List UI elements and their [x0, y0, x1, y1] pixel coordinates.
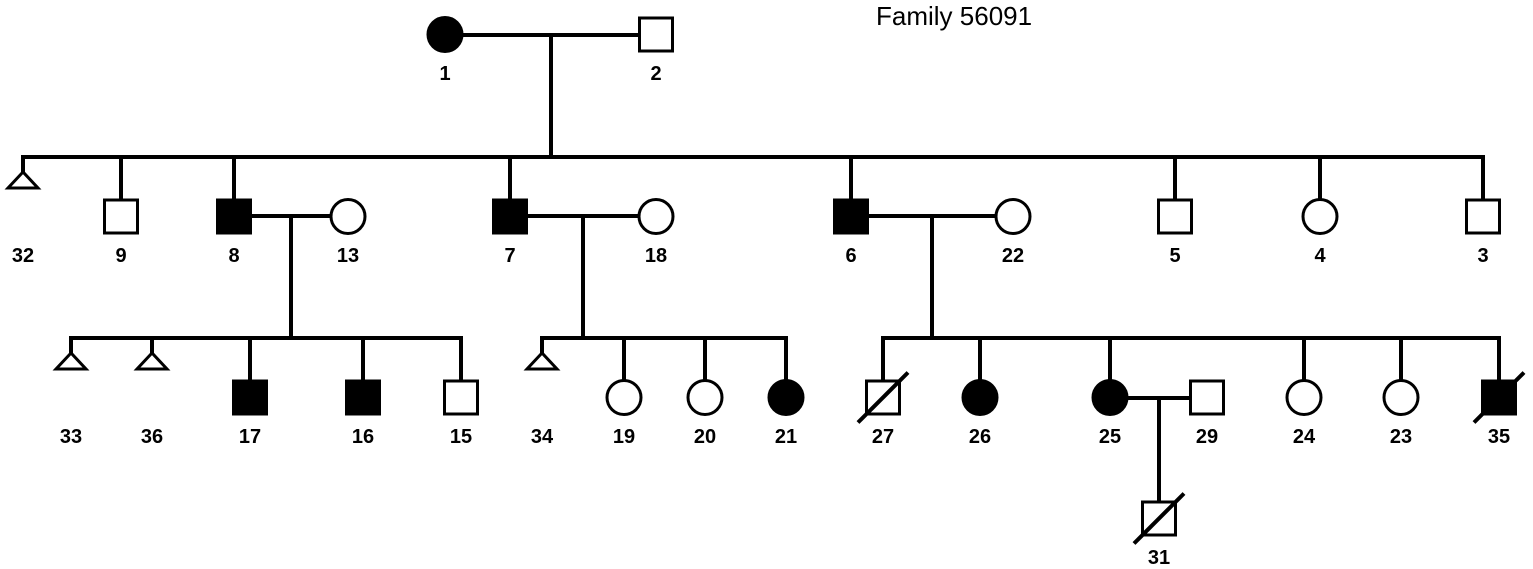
- individual-18: 18: [637, 198, 675, 267]
- male-symbol: [1465, 198, 1501, 235]
- individual-label: 5: [1169, 245, 1180, 267]
- individual-label: 36: [141, 426, 163, 448]
- affected-male-symbol: [345, 379, 381, 416]
- affected-female-symbol: [1091, 379, 1129, 416]
- individual-label: 19: [613, 426, 635, 448]
- individual-label: 2: [650, 63, 661, 85]
- individual-label: 33: [60, 426, 82, 448]
- individual-label: 24: [1293, 426, 1316, 448]
- female-symbol: [329, 198, 367, 235]
- female-symbol: [1301, 198, 1339, 235]
- affected-male-symbol: [216, 198, 252, 235]
- female-symbol: [1285, 379, 1323, 416]
- affected-female-symbol: [767, 379, 805, 416]
- individual-26: 26: [961, 379, 999, 448]
- affected-female-symbol: [426, 16, 464, 53]
- individual-22: 22: [994, 198, 1032, 267]
- individual-label: 15: [450, 426, 472, 448]
- individual-23: 23: [1382, 379, 1420, 448]
- female-symbol: [1382, 379, 1420, 416]
- individual-27: 27: [856, 371, 910, 448]
- individual-label: 1: [439, 63, 450, 85]
- individual-label: 16: [352, 426, 374, 448]
- individual-8: 8: [216, 198, 252, 267]
- individual-31: 31: [1132, 492, 1186, 569]
- family-title: Family 56091: [876, 1, 1032, 31]
- individual-7: 7: [492, 198, 528, 267]
- individual-13: 13: [329, 198, 367, 267]
- individual-16: 16: [345, 379, 381, 448]
- affected-male-symbol: [833, 198, 869, 235]
- individual-label: 20: [694, 426, 716, 448]
- individual-34: 34: [523, 350, 561, 448]
- pregnancy-loss-triangle: [52, 350, 90, 371]
- individual-24: 24: [1285, 379, 1323, 448]
- individual-35: 35: [1472, 371, 1526, 448]
- individual-label: 3: [1477, 245, 1488, 267]
- individual-25: 25: [1091, 379, 1129, 448]
- individual-9: 9: [103, 198, 139, 267]
- individual-label: 31: [1148, 547, 1170, 569]
- male-symbol: [443, 379, 479, 416]
- pregnancy-loss-triangle: [523, 350, 561, 371]
- individual-label: 17: [239, 426, 261, 448]
- deceased-slash: [1472, 371, 1526, 424]
- male-symbol: [638, 16, 674, 53]
- individual-29: 29: [1189, 379, 1225, 448]
- individual-label: 26: [969, 426, 991, 448]
- individual-label: 29: [1196, 426, 1218, 448]
- individual-20: 20: [686, 379, 724, 448]
- individual-label: 6: [845, 245, 856, 267]
- individual-4: 4: [1301, 198, 1339, 267]
- affected-female-symbol: [961, 379, 999, 416]
- deceased-slash: [1132, 492, 1186, 545]
- individual-15: 15: [443, 379, 479, 448]
- male-symbol: [1157, 198, 1193, 235]
- individual-17: 17: [232, 379, 268, 448]
- female-symbol: [637, 198, 675, 235]
- individual-label: 21: [775, 426, 797, 448]
- individual-label: 23: [1390, 426, 1412, 448]
- affected-male-symbol: [232, 379, 268, 416]
- affected-male-symbol: [492, 198, 528, 235]
- individual-1: 1: [426, 16, 464, 85]
- individual-label: 22: [1002, 245, 1024, 267]
- individual-label: 7: [504, 245, 515, 267]
- individual-5: 5: [1157, 198, 1193, 267]
- individual-label: 32: [12, 245, 34, 267]
- individual-label: 8: [228, 245, 239, 267]
- relationship-lines: [21, 33, 1501, 502]
- individual-label: 18: [645, 245, 667, 267]
- individual-19: 19: [605, 379, 643, 448]
- pregnancy-loss-triangle: [4, 169, 42, 190]
- female-symbol: [605, 379, 643, 416]
- female-symbol: [994, 198, 1032, 235]
- male-symbol: [1189, 379, 1225, 416]
- individual-label: 25: [1099, 426, 1121, 448]
- individual-label: 4: [1314, 245, 1326, 267]
- individual-label: 34: [531, 426, 554, 448]
- individual-label: 27: [872, 426, 894, 448]
- individual-label: 9: [115, 245, 126, 267]
- pregnancy-loss-triangle: [133, 350, 171, 371]
- individual-33: 33: [52, 350, 90, 448]
- individual-32: 32: [4, 169, 42, 267]
- male-symbol: [103, 198, 139, 235]
- individual-label: 13: [337, 245, 359, 267]
- individual-label: 35: [1488, 426, 1510, 448]
- individual-6: 6: [833, 198, 869, 267]
- individual-2: 2: [638, 16, 674, 85]
- deceased-slash: [856, 371, 910, 424]
- female-symbol: [686, 379, 724, 416]
- individual-36: 36: [133, 350, 171, 448]
- individual-3: 3: [1465, 198, 1501, 267]
- individual-21: 21: [767, 379, 805, 448]
